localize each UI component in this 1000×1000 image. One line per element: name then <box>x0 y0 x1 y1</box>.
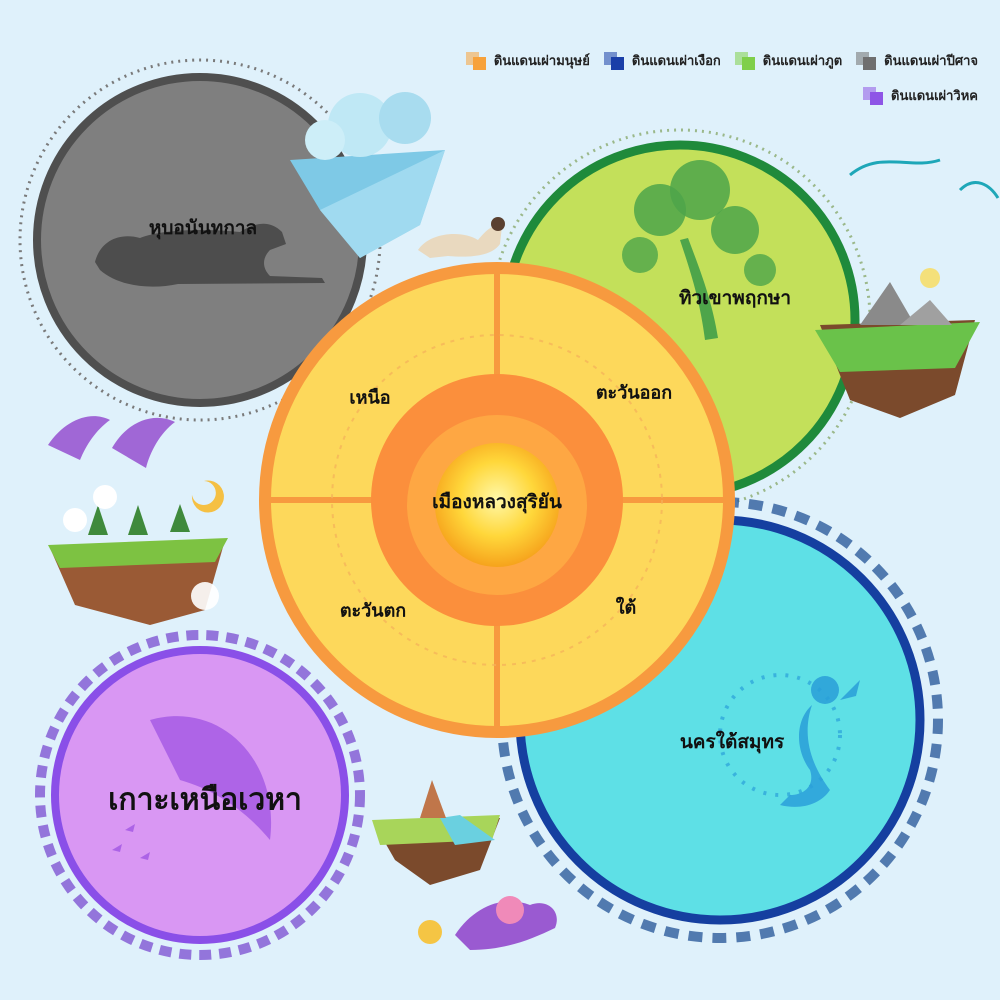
mermaid-realm-label: นครใต้สมุทร <box>679 731 785 753</box>
pink-mermaid-icon <box>418 896 557 950</box>
floating-desert-island-icon <box>372 780 500 885</box>
legend-swatch-demon-icon <box>856 51 878 70</box>
direction-south-label: ใต้ <box>615 597 637 619</box>
bubble-ring-icon <box>718 673 842 797</box>
tree-icon <box>622 160 776 340</box>
legend-label: ดินแดนเผ่าภูต <box>762 54 843 69</box>
legend-item-bird: ดินแดนเผ่าวิหค <box>863 85 978 106</box>
floating-ice-island-icon <box>290 92 445 258</box>
capital-city-label: เมืองหลวงสุริยัน <box>432 491 562 513</box>
legend: ดินแดนเผ่ามนุษย์ ดินแดนเผ่าเงือก ดินแดนเ… <box>378 50 978 106</box>
demon-realm-label: หุบอนันทกาล <box>148 217 258 239</box>
direction-north-label: เหนือ <box>349 387 391 409</box>
legend-label: ดินแดนเผ่าเงือก <box>631 54 721 69</box>
mermaid-icon <box>780 676 860 807</box>
panther-icon <box>95 223 325 287</box>
ornament-birds-icon <box>849 158 1000 199</box>
demon-realm-circle <box>18 58 382 422</box>
legend-label: ดินแดนเผ่าปีศาจ <box>884 54 978 69</box>
legend-swatch-spirit-icon <box>734 51 757 70</box>
legend-item-spirit: ดินแดนเผ่าภูต <box>734 50 843 71</box>
spirit-realm-label: ทิวเขาพฤกษา <box>678 287 792 309</box>
direction-east-label: ตะวันออก <box>595 382 673 404</box>
human-realm-circle <box>259 262 735 738</box>
legend-label: ดินแดนเผ่าวิหค <box>891 89 978 104</box>
crescent-moon-icon <box>191 480 224 513</box>
sun-icon <box>407 415 587 595</box>
legend-item-demon: ดินแดนเผ่าปีศาจ <box>856 50 978 71</box>
siamese-cat-icon <box>418 217 505 258</box>
direction-west-label: ตะวันตก <box>339 600 407 622</box>
floating-mountain-island-icon <box>815 268 980 418</box>
legend-swatch-mermaid-icon <box>603 51 626 70</box>
birds-icon <box>48 416 175 468</box>
legend-label: ดินแดนเผ่ามนุษย์ <box>493 54 590 69</box>
feather-icon <box>150 716 272 840</box>
bird-realm-label: เกาะเหนือเวหา <box>108 782 302 818</box>
legend-item-human: ดินแดนเผ่ามนุษย์ <box>465 50 590 71</box>
floating-forest-island-icon <box>48 480 228 625</box>
bird-realm-circle <box>35 630 365 960</box>
flying-birds-icon <box>112 824 150 860</box>
legend-item-mermaid: ดินแดนเผ่าเงือก <box>603 50 721 71</box>
legend-swatch-human-icon <box>465 51 488 70</box>
legend-swatch-bird-icon <box>863 86 885 105</box>
